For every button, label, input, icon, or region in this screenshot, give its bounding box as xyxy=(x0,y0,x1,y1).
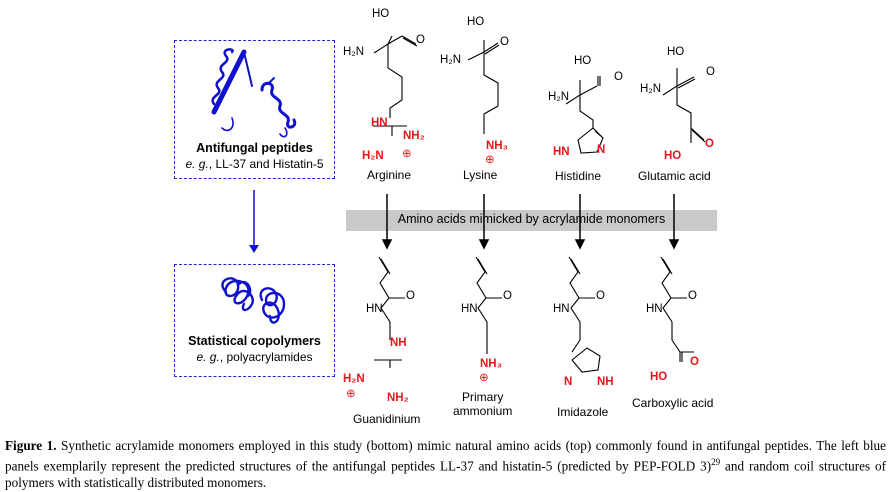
gua-plus-red: ⊕ xyxy=(346,388,356,400)
arg-plus-red: ⊕ xyxy=(402,148,412,160)
imi-nh-red: NH xyxy=(597,376,614,388)
caption-ref: 29 xyxy=(711,457,721,468)
glu-o-red: O xyxy=(705,138,714,150)
lys-nh3-red: NH₃ xyxy=(486,140,508,152)
caption-text-1: Synthetic acrylamide monomers employed i… xyxy=(5,438,886,474)
amino-lysine: Lysine xyxy=(463,168,498,182)
monomer-carboxylic: Carboxylic acid xyxy=(632,396,714,410)
car-hn-label: HN xyxy=(646,303,663,315)
mimic-band xyxy=(346,210,717,231)
car-o-red: O xyxy=(690,356,699,368)
caption-label: Figure 1. xyxy=(5,438,57,453)
arg-o-label: O xyxy=(416,34,425,46)
glu-o-label: O xyxy=(706,66,715,78)
imi-hn-label: HN xyxy=(553,303,570,315)
peptides-panel-title: Antifungal peptides xyxy=(196,141,313,155)
glu-ho-red: HO xyxy=(664,150,682,162)
random-coil-icon xyxy=(221,277,286,324)
amino-arginine: Arginine xyxy=(367,168,412,182)
monomer-primary: Primary xyxy=(462,390,504,404)
his-o-label: O xyxy=(614,71,623,83)
monomer-ammonium: ammonium xyxy=(453,404,513,418)
lys-plus-red: ⊕ xyxy=(485,154,495,166)
car-o-label: O xyxy=(688,290,697,302)
amm-plus-red: ⊕ xyxy=(479,372,489,384)
gua-nh2-red: NH₂ xyxy=(387,392,409,404)
car-ho-red: HO xyxy=(650,371,668,383)
mimic-band-label: Amino acids mimicked by acrylamide monom… xyxy=(397,212,666,226)
imi-n-red: N xyxy=(564,376,573,388)
amino-histidine: Histidine xyxy=(555,169,602,183)
figure-caption: Figure 1. Synthetic acrylamide monomers … xyxy=(5,438,886,491)
peptides-panel-subtitle: e. g., LL-37 and Histatin-5 xyxy=(185,157,324,171)
gua-hn-label: HN xyxy=(366,303,383,315)
glu-h2n-label: H₂N xyxy=(640,83,662,95)
his-n-red: N xyxy=(597,144,606,156)
mimic-arrows-icon xyxy=(381,194,680,250)
caption-text-2: and random coil structures of polymers w… xyxy=(5,458,886,490)
imi-o-label: O xyxy=(596,290,605,302)
lys-h2n-label: H₂N xyxy=(440,54,462,66)
copolymers-panel: Statistical copolymers e. g., polyacryla… xyxy=(174,264,335,377)
lys-o-label: O xyxy=(500,36,509,48)
amm-o-label: O xyxy=(503,290,512,302)
gua-o-label: O xyxy=(406,290,415,302)
glu-ho-label: HO xyxy=(667,46,685,58)
lys-ho-label: HO xyxy=(467,16,485,28)
peptides-panel: Antifungal peptides e. g., LL-37 and His… xyxy=(174,40,335,179)
amino-glutamic: Glutamic acid xyxy=(638,169,711,183)
arg-hn-red: HN xyxy=(371,117,388,129)
monomer-imidazole: Imidazole xyxy=(557,405,609,419)
arg-h2n-red: H₂N xyxy=(362,150,384,162)
copolymers-panel-subtitle: e. g., polyacrylamides xyxy=(196,350,313,364)
arg-ho-label: HO xyxy=(372,8,390,20)
his-ho-label: HO xyxy=(574,55,592,67)
amm-hn-label: HN xyxy=(461,303,478,315)
his-hn-red: HN xyxy=(553,146,570,158)
peptide-helix-icon xyxy=(211,48,297,138)
left-arrow-icon xyxy=(249,190,259,253)
arg-nh2-red: NH₂ xyxy=(403,130,425,142)
his-h2n-label: H₂N xyxy=(548,91,570,103)
copolymers-panel-title: Statistical copolymers xyxy=(188,334,321,348)
amino-acid-bonds-icon xyxy=(373,35,706,154)
gua-nh-red: NH xyxy=(390,337,407,349)
amm-nh3-red: NH₃ xyxy=(480,358,502,370)
monomer-bonds-icon xyxy=(374,256,694,373)
monomer-guanidinium: Guanidinium xyxy=(353,412,421,426)
gua-h2n-red: H₂N xyxy=(343,373,365,385)
arg-h2n-label: H₂N xyxy=(343,46,365,58)
